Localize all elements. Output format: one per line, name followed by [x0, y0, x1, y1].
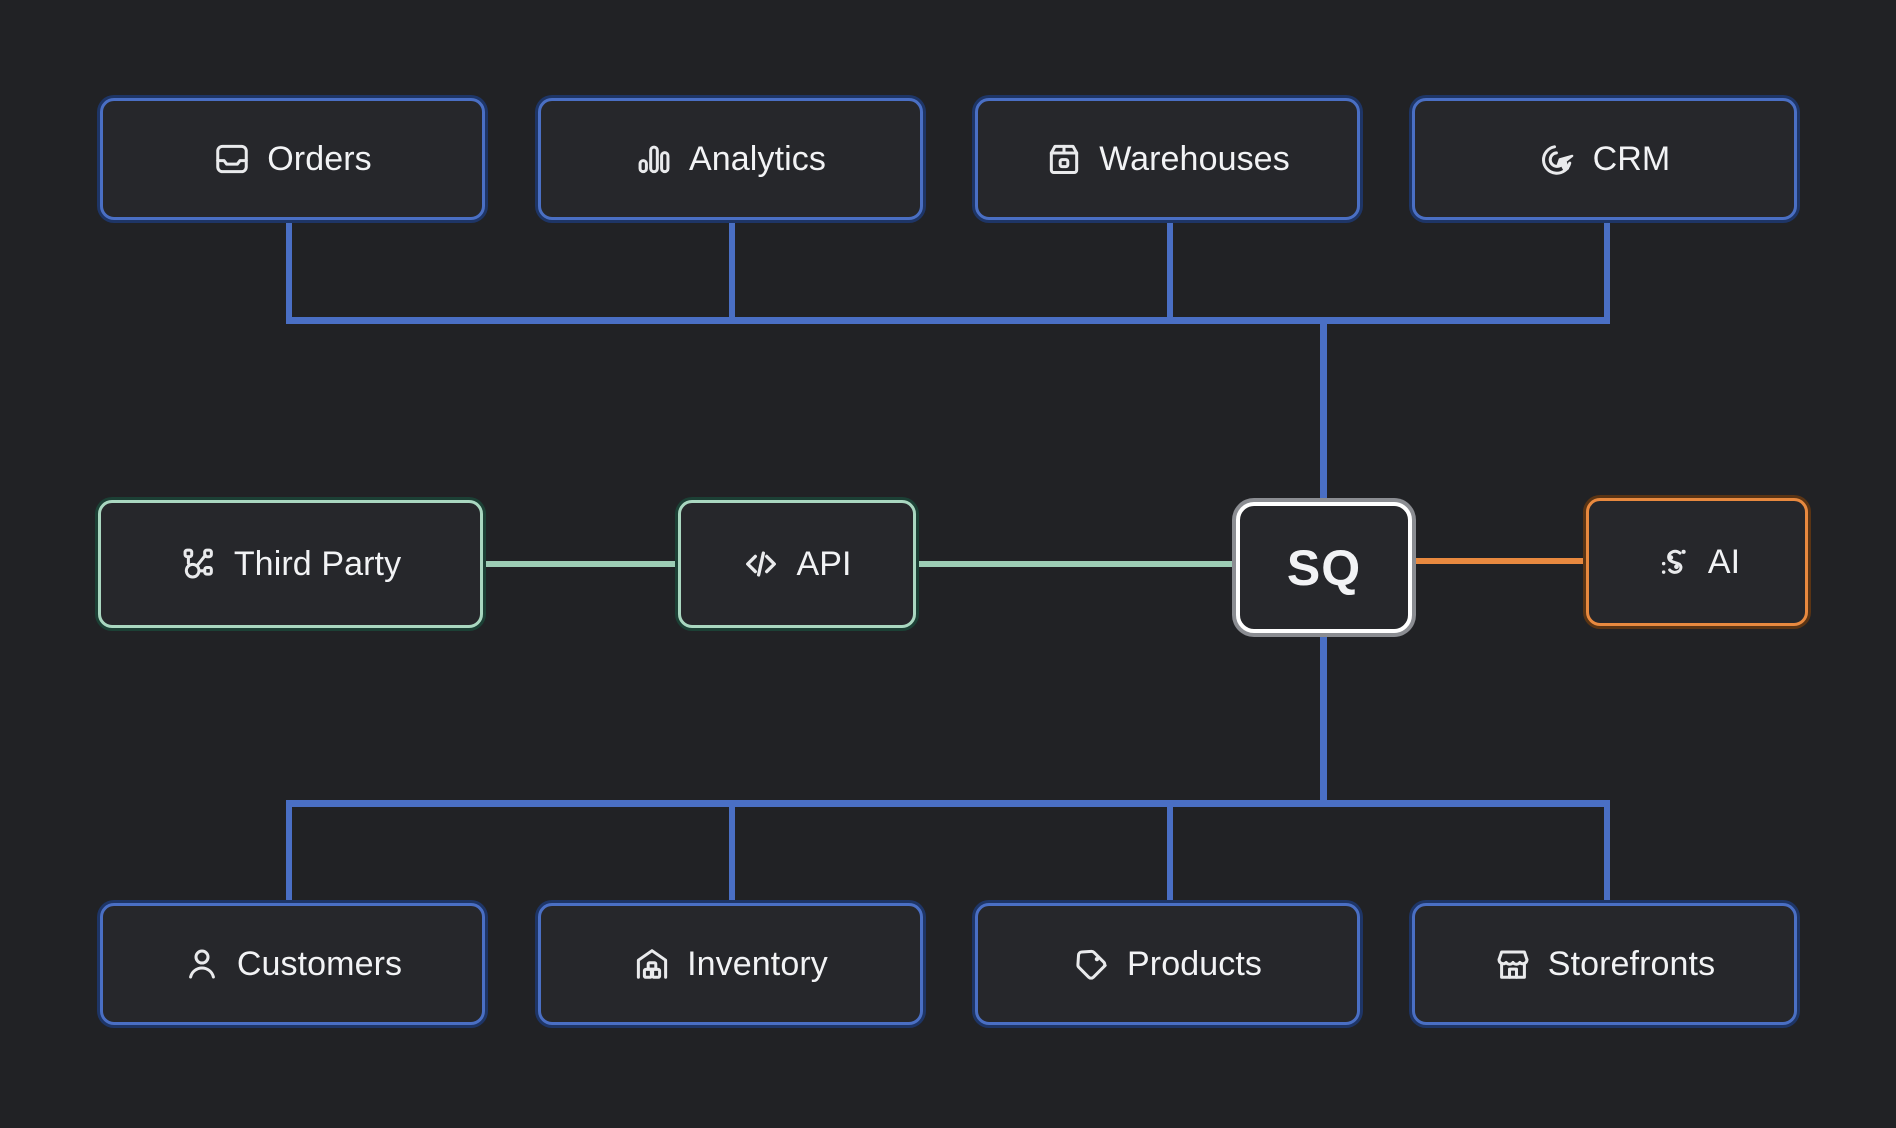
edge-orders-stub	[286, 220, 292, 323]
edge-crm-stub	[1604, 220, 1610, 323]
store-icon	[1494, 945, 1532, 983]
node-label: Warehouses	[1099, 140, 1290, 179]
edge-analytics-stub	[729, 220, 735, 323]
edge-api-hub	[911, 561, 1236, 567]
bar-chart-icon	[635, 140, 673, 178]
edge-hub-ai	[1411, 558, 1588, 564]
node-label: Products	[1127, 945, 1262, 984]
edge-thirdparty-api	[478, 561, 681, 567]
node-label: CRM	[1593, 140, 1671, 179]
node-label: AI	[1708, 543, 1740, 582]
node-label: Third Party	[234, 545, 401, 584]
edge-inventory-stub	[729, 800, 735, 905]
code-brackets-icon	[742, 545, 780, 583]
edge-bottom-bus	[286, 800, 1610, 807]
edge-storefronts-stub	[1604, 800, 1610, 905]
node-crm[interactable]: CRM	[1412, 98, 1797, 220]
network-share-icon	[180, 545, 218, 583]
node-ai[interactable]: AI	[1586, 498, 1808, 626]
node-label: Inventory	[687, 945, 828, 984]
inbox-icon	[213, 140, 251, 178]
node-orders[interactable]: Orders	[100, 98, 485, 220]
node-label: Orders	[267, 140, 372, 179]
node-storefronts[interactable]: Storefronts	[1412, 903, 1797, 1025]
edge-warehouses-stub	[1167, 220, 1173, 323]
price-tag-icon	[1073, 945, 1111, 983]
warehouse-icon	[633, 945, 671, 983]
edge-customers-stub	[286, 800, 292, 905]
ai-circuit-icon	[1654, 543, 1692, 581]
package-icon	[1045, 140, 1083, 178]
node-customers[interactable]: Customers	[100, 903, 485, 1025]
edge-products-stub	[1167, 800, 1173, 905]
node-api[interactable]: API	[678, 500, 916, 628]
node-warehouses[interactable]: Warehouses	[975, 98, 1360, 220]
target-cursor-icon	[1539, 140, 1577, 178]
node-products[interactable]: Products	[975, 903, 1360, 1025]
node-third-party[interactable]: Third Party	[98, 500, 483, 628]
node-label: Customers	[237, 945, 402, 984]
node-inventory[interactable]: Inventory	[538, 903, 923, 1025]
edge-hub-bottom-riser	[1320, 633, 1327, 806]
node-label: Storefronts	[1548, 945, 1715, 984]
node-label: Analytics	[689, 140, 826, 179]
node-sq-hub[interactable]: SQ	[1236, 502, 1412, 633]
hub-label: SQ	[1287, 539, 1361, 597]
person-icon	[183, 945, 221, 983]
node-analytics[interactable]: Analytics	[538, 98, 923, 220]
edge-top-bus	[286, 317, 1610, 324]
node-label: API	[796, 545, 851, 584]
edge-hub-top-riser	[1320, 317, 1327, 502]
